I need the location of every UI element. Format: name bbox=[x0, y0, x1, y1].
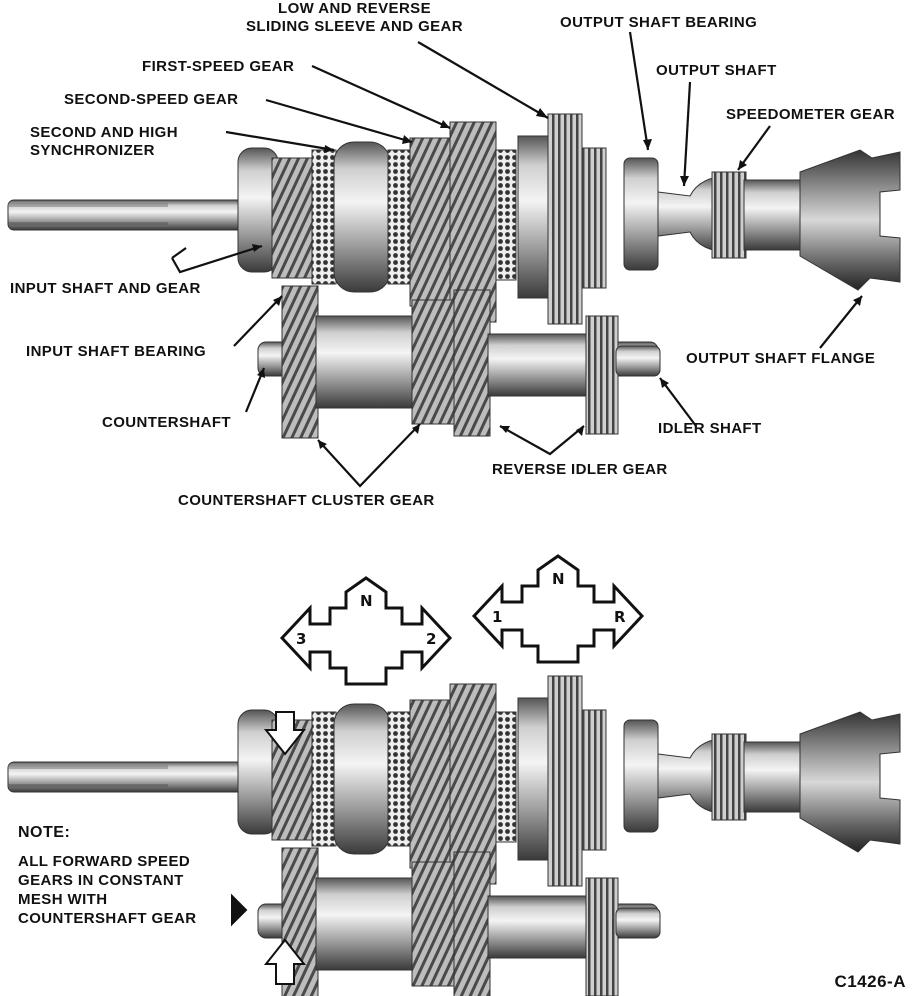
label-input-shaft-bearing: INPUT SHAFT BEARING bbox=[26, 343, 207, 360]
bottom-transmission-assembly bbox=[7, 675, 901, 996]
shift-pattern-1-left: 3 bbox=[296, 630, 306, 648]
note-line: COUNTERSHAFT GEAR bbox=[18, 910, 197, 927]
leader-arrowheads bbox=[252, 108, 862, 449]
shift-pattern-1-top: N bbox=[360, 592, 373, 610]
note-body: ALL FORWARD SPEED GEARS IN CONSTANT MESH… bbox=[18, 852, 196, 928]
note-line: GEARS IN CONSTANT bbox=[18, 872, 184, 889]
label-output-shaft-bearing: OUTPUT SHAFT BEARING bbox=[560, 14, 758, 31]
label-second-high-line1: SECOND AND HIGH bbox=[30, 124, 178, 141]
label-output-shaft: OUTPUT SHAFT bbox=[656, 62, 777, 79]
shift-pattern-2: 1 N R bbox=[472, 554, 644, 664]
note-line: ALL FORWARD SPEED bbox=[18, 853, 191, 870]
label-low-reverse: LOW AND REVERSE SLIDING SLEEVE AND GEAR bbox=[246, 0, 463, 36]
label-reverse-idler-gear: REVERSE IDLER GEAR bbox=[492, 461, 668, 478]
figure-code: C1426-A bbox=[834, 972, 906, 991]
shift-pattern-1: 3 N 2 bbox=[280, 576, 452, 686]
label-second-high-synchronizer: SECOND AND HIGH SYNCHRONIZER bbox=[30, 124, 178, 160]
shift-pattern-2-right: R bbox=[614, 608, 626, 626]
label-first-speed-gear: FIRST-SPEED GEAR bbox=[142, 58, 295, 75]
leader-arrows bbox=[171, 31, 863, 488]
label-low-reverse-line2: SLIDING SLEEVE AND GEAR bbox=[246, 18, 464, 35]
note-line: MESH WITH bbox=[18, 891, 108, 908]
label-second-high-line2: SYNCHRONIZER bbox=[30, 142, 155, 159]
label-idler-shaft: IDLER SHAFT bbox=[658, 420, 762, 437]
label-output-shaft-flange: OUTPUT SHAFT FLANGE bbox=[686, 350, 876, 367]
shift-pattern-2-left: 1 bbox=[492, 608, 502, 626]
power-flow-arrows bbox=[231, 711, 307, 985]
top-transmission-assembly bbox=[7, 113, 901, 439]
label-speedometer-gear: SPEEDOMETER GEAR bbox=[726, 106, 895, 123]
note-heading: NOTE: bbox=[18, 824, 71, 841]
shift-pattern-2-top: N bbox=[552, 570, 565, 588]
shift-pattern-1-right: 2 bbox=[426, 630, 436, 648]
label-input-shaft-gear: INPUT SHAFT AND GEAR bbox=[10, 280, 201, 297]
label-low-reverse-line1: LOW AND REVERSE bbox=[278, 0, 431, 17]
label-second-speed-gear: SECOND-SPEED GEAR bbox=[64, 91, 239, 108]
label-countershaft-cluster-gear: COUNTERSHAFT CLUSTER GEAR bbox=[178, 492, 435, 509]
label-countershaft: COUNTERSHAFT bbox=[102, 414, 231, 431]
